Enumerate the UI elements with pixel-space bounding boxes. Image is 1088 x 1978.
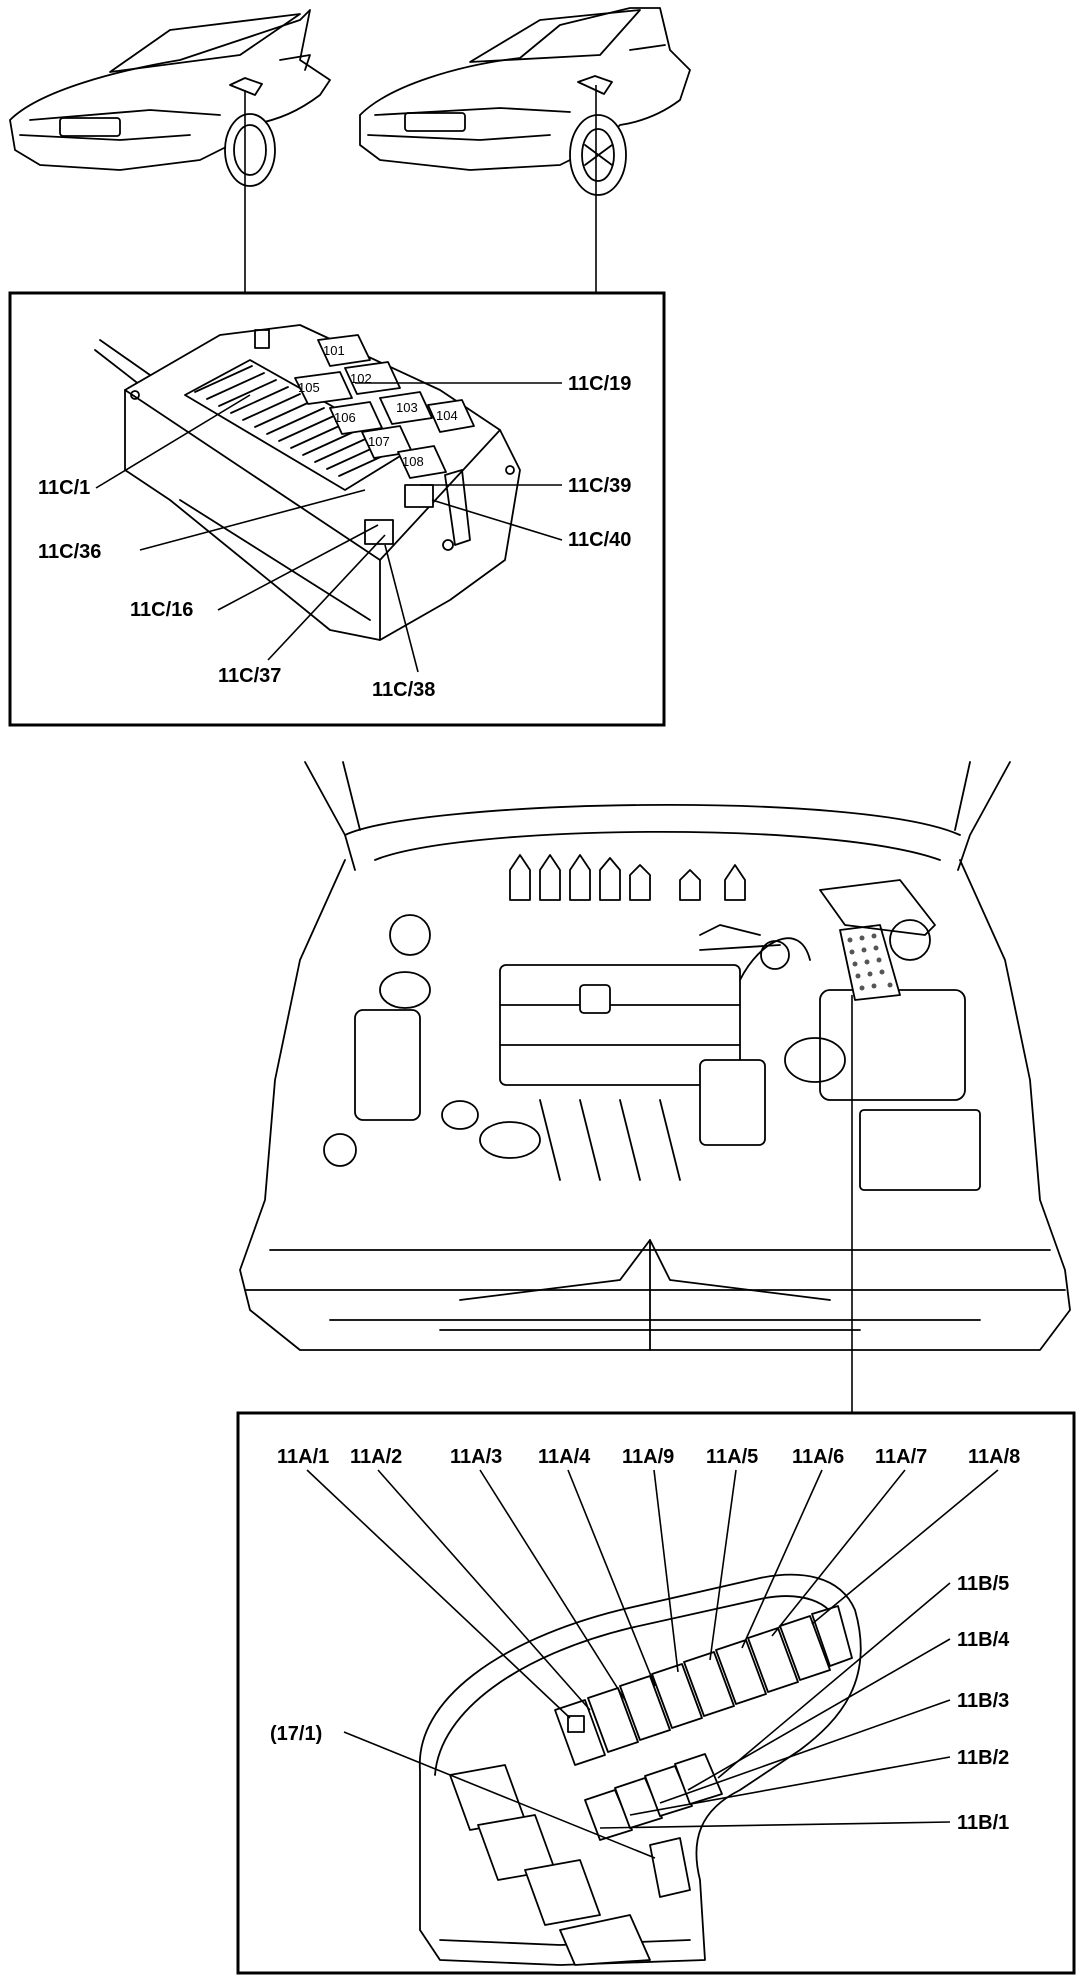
callout-11A-2: 11A/2 (350, 1446, 402, 1468)
relay-box-frame (8, 291, 666, 727)
callout-11A-4: 11A/4 (538, 1446, 591, 1468)
car-convertible-left (9, 9, 331, 187)
car-sedan-right (359, 7, 691, 196)
callout-11A-6: 11A/6 (792, 1446, 844, 1468)
callout-11C-40: 11C/40 (568, 529, 631, 551)
callout-11B-2: 11B/2 (957, 1747, 1009, 1769)
relay-number: 101 (323, 343, 345, 358)
callout-11A-9: 11A/9 (622, 1446, 674, 1468)
relay-number: 103 (396, 400, 418, 415)
callout-11A-7: 11A/7 (875, 1446, 927, 1468)
callout-17-1: (17/1) (270, 1723, 322, 1745)
callout-11B-5: 11B/5 (957, 1573, 1009, 1595)
relay-blocks (294, 334, 475, 479)
fuse-box-hatching (847, 933, 893, 991)
relay-number: 104 (436, 408, 458, 423)
relay-box-drawing (94, 324, 521, 641)
callout-11C-36: 11C/36 (38, 541, 101, 563)
callout-11A-3: 11A/3 (450, 1446, 502, 1468)
callout-11A-5: 11A/5 (706, 1446, 758, 1468)
relay-number: 106 (334, 410, 356, 425)
engine-bay-drawing (239, 761, 1071, 1351)
callout-11B-4: 11B/4 (957, 1629, 1010, 1651)
fuse-box-frame (236, 1411, 1076, 1975)
relay-box-leaders (95, 382, 563, 673)
fuse-box-drawing (419, 1573, 862, 1966)
relay-number: 107 (368, 434, 390, 449)
relay-number: 108 (402, 454, 424, 469)
callout-11C-37: 11C/37 (218, 665, 281, 687)
relay-number: 105 (298, 380, 320, 395)
callout-11B-3: 11B/3 (957, 1690, 1009, 1712)
callout-11C-38: 11C/38 (372, 679, 435, 701)
callout-11C-16: 11C/16 (130, 599, 193, 621)
callout-11A-8: 11A/8 (968, 1446, 1020, 1468)
connector-block-a (404, 484, 434, 508)
callout-11B-1: 11B/1 (957, 1812, 1009, 1834)
callout-11A-1: 11A/1 (277, 1446, 329, 1468)
callout-11C-39: 11C/39 (568, 475, 631, 497)
callout-11C-19: 11C/19 (568, 373, 631, 395)
callout-11C-1: 11C/1 (38, 477, 90, 499)
fuse-box-leaders (306, 1469, 999, 1859)
